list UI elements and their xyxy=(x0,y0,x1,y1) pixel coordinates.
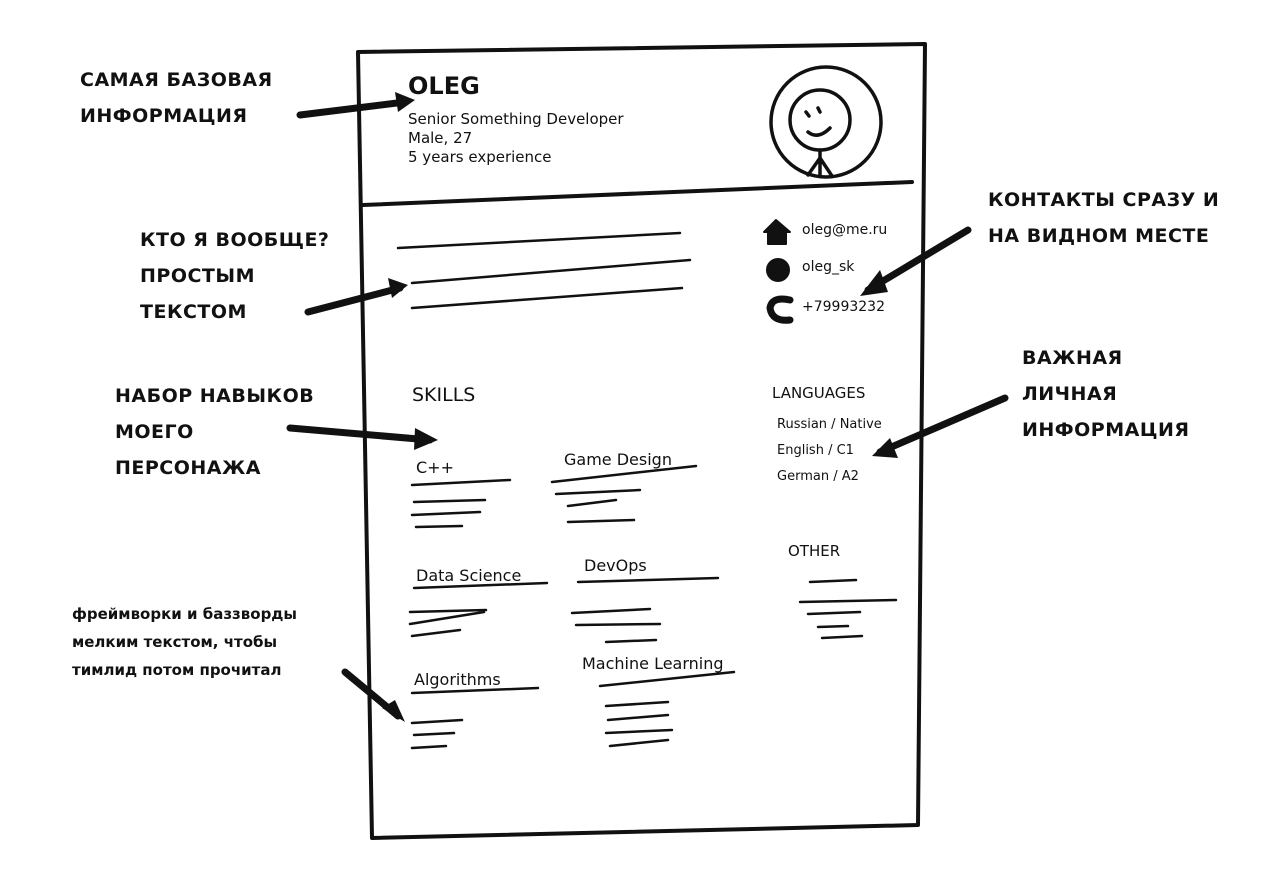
arrow-about xyxy=(304,284,404,316)
contact-email: oleg@me.ru xyxy=(802,222,888,238)
skill-data-science: Data Science xyxy=(416,566,522,585)
contact-icons xyxy=(763,219,794,324)
languages-list: Russian / Native English / C1 German / A… xyxy=(777,412,882,490)
other-heading: OTHER xyxy=(788,542,841,560)
annotation-skills: НАБОР НАВЫКОВ МОЕГО ПЕРСОНАЖА xyxy=(115,385,315,479)
skills-heading: SKILLS xyxy=(412,384,476,406)
resume-name: OLEG xyxy=(408,72,480,100)
annotation-basic-info: САМАЯ БАЗОВАЯ ИНФОРМАЦИЯ xyxy=(80,69,273,127)
skill-filler-lines xyxy=(408,464,898,750)
annotation-contacts: КОНТАКТЫ СРАЗУ И НА ВИДНОМ МЕСТЕ xyxy=(988,189,1220,247)
gender-age: Male, 27 xyxy=(408,129,473,147)
about-text-lines xyxy=(396,231,692,310)
header-divider xyxy=(361,180,914,207)
annotation-frameworks: фреймворки и баззворды мелким текстом, ч… xyxy=(72,605,297,679)
resume-details: Senior Something Developer Male, 27 5 ye… xyxy=(408,110,624,167)
job-title: Senior Something Developer xyxy=(408,110,624,128)
arrow-skills xyxy=(286,424,434,444)
skill-algorithms: Algorithms xyxy=(414,670,501,689)
contact-phone: +79993232 xyxy=(802,299,885,315)
skill-game-design: Game Design xyxy=(564,450,672,469)
arrow-personal xyxy=(876,394,1009,456)
language-item: German / A2 xyxy=(777,469,859,484)
contact-skype: oleg_sk xyxy=(802,259,855,275)
language-item: English / C1 xyxy=(777,443,854,458)
skill-devops: DevOps xyxy=(584,556,647,575)
skill-cpp: C++ xyxy=(416,458,454,477)
skype-icon xyxy=(766,258,790,282)
phone-icon xyxy=(766,295,794,324)
experience: 5 years experience xyxy=(408,148,552,166)
arrow-basic-info xyxy=(296,98,409,119)
language-item: Russian / Native xyxy=(777,417,882,432)
annotation-personal: ВАЖНАЯ ЛИЧНАЯ ИНФОРМАЦИЯ xyxy=(1022,347,1190,441)
home-icon xyxy=(763,219,791,245)
avatar-icon xyxy=(769,65,883,179)
annotation-who-am-i: КТО Я ВООБЩЕ? ПРОСТЫМ ТЕКСТОМ xyxy=(140,229,330,323)
arrow-contacts xyxy=(864,226,972,294)
skill-machine-learning: Machine Learning xyxy=(582,654,724,673)
resume-border xyxy=(356,42,927,840)
languages-heading: LANGUAGES xyxy=(772,384,866,402)
arrow-heads xyxy=(382,92,898,722)
